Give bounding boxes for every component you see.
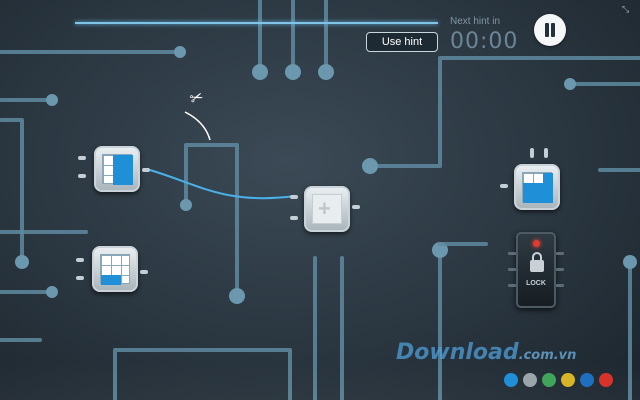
filled-cell — [523, 183, 553, 203]
lock-chip: LOCK — [508, 232, 564, 308]
next-hint-label: Next hint in — [450, 16, 501, 27]
color-dot — [561, 373, 575, 387]
lock-icon — [530, 260, 544, 272]
puzzle-chip-bottom-left[interactable] — [92, 246, 138, 292]
plus-icon: + — [318, 196, 331, 221]
color-dot — [542, 373, 556, 387]
hint-timer: 00:00 — [450, 29, 519, 54]
combiner-chip[interactable]: + — [304, 186, 350, 232]
filled-cell — [113, 155, 133, 185]
lock-status-led — [533, 240, 540, 247]
connection-wire[interactable] — [149, 169, 296, 200]
use-hint-button[interactable]: Use hint — [366, 32, 438, 52]
cut-gesture-line — [184, 111, 211, 141]
hint-progress-bar — [75, 22, 438, 24]
color-dot — [580, 373, 594, 387]
chip-grid — [100, 254, 130, 285]
pause-button[interactable] — [534, 14, 566, 46]
watermark-logo: Download.com.vn — [396, 340, 577, 365]
color-dot — [599, 373, 613, 387]
color-dot — [504, 373, 518, 387]
target-chip — [514, 164, 560, 210]
filled-cell — [101, 275, 121, 285]
chip-grid — [102, 154, 133, 185]
filled-cell — [543, 173, 553, 183]
lock-label: LOCK — [526, 280, 546, 287]
puzzle-chip-top-left[interactable] — [94, 146, 140, 192]
minimize-icon[interactable]: ⤡ — [622, 4, 630, 14]
color-dots — [504, 373, 613, 387]
chip-grid — [312, 194, 342, 224]
pause-icon — [545, 23, 549, 37]
color-dot — [523, 373, 537, 387]
chip-grid — [522, 172, 553, 203]
